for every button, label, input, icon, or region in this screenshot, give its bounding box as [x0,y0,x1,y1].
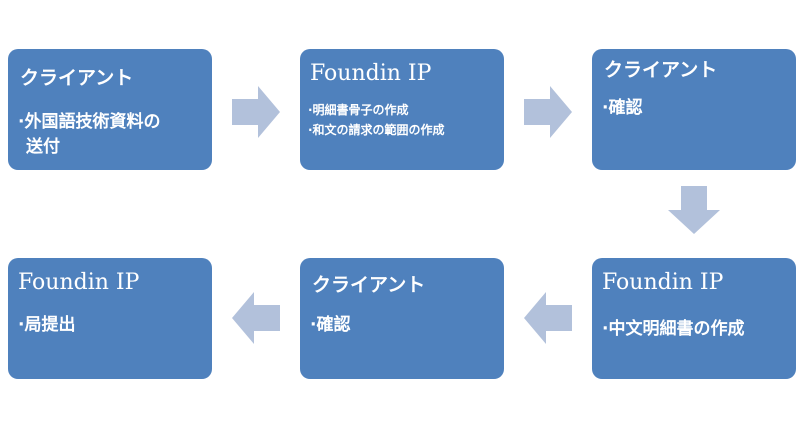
arrow-left-1 [524,292,572,344]
arrow-shape [524,86,572,138]
arrow-shape [524,292,572,344]
step-box-5: クライアント ·確認 [300,258,504,379]
arrow-shape [232,86,280,138]
step-2-title: Foundin IP [310,61,432,86]
arrow-left-2 [232,292,280,344]
arrow-shape [232,292,280,344]
arrow-down-1 [668,186,720,234]
step-box-3: クライアント ·確認 [592,49,796,170]
step-box-2: Foundin IP ·明細書骨子の作成 ·和文の請求の範囲の作成 [300,49,504,170]
step-1-item-1: ·外国語技術資料の [18,112,161,132]
arrow-right-2 [524,86,572,138]
step-4-title: Foundin IP [602,270,724,295]
step-box-4: Foundin IP ·中文明細書の作成 [592,258,796,379]
step-box-1: クライアント ·外国語技術資料の 送付 [8,49,212,170]
step-3-title: クライアント [604,59,718,81]
step-5-title: クライアント [312,274,426,296]
step-4-item-1: ·中文明細書の作成 [602,319,745,339]
arrow-right-1 [232,86,280,138]
step-6-title: Foundin IP [18,270,140,295]
step-5-item-1: ·確認 [310,315,351,335]
step-1-title: クライアント [20,67,134,89]
step-3-item-1: ·確認 [602,98,643,118]
step-2-item-2: ·和文の請求の範囲の作成 [308,123,445,137]
step-box-6: Foundin IP ·局提出 [8,258,212,379]
arrow-shape [668,186,720,234]
step-1-item-2: 送付 [26,137,60,157]
step-2-item-1: ·明細書骨子の作成 [308,103,409,117]
step-6-item-1: ·局提出 [18,315,76,335]
